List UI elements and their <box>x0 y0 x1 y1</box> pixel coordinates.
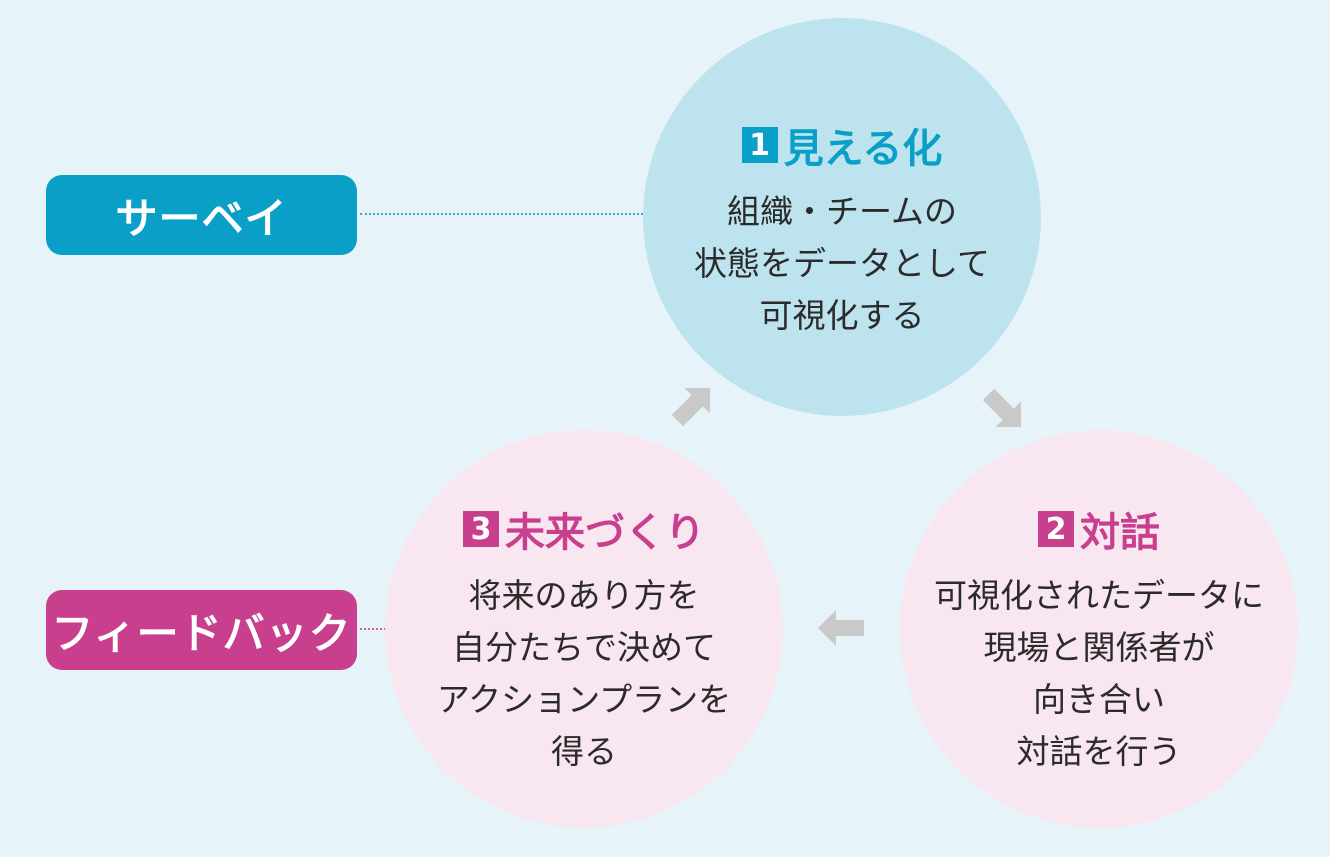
step-title: 3 未来づくり <box>463 500 705 558</box>
step-number-badge: 1 <box>741 127 778 163</box>
step-title: 1 見える化 <box>741 116 943 174</box>
arrow-left-icon <box>818 610 864 646</box>
step-title: 2 対話 <box>1038 500 1160 558</box>
step-description-line: 可視化する <box>759 296 925 335</box>
step-future-circle: 3 未来づくり 将来のあり方を 自分たちで決めて アクションプランを 得る <box>385 430 783 828</box>
step-description-line: 対話を行う <box>1016 732 1182 771</box>
step-number-badge: 2 <box>1038 511 1074 547</box>
step-description-line: 現場と関係者が <box>983 628 1215 667</box>
feedback-label: フィードバック <box>46 590 357 670</box>
step-description-line: 可視化されたデータに <box>934 576 1264 615</box>
step-description-line: 自分たちで決めて <box>452 628 716 667</box>
step-visualization-circle: 1 見える化 組織・チームの 状態をデータとして 可視化する <box>643 18 1041 416</box>
step-title-text: 未来づくり <box>505 510 705 556</box>
step-description-line: 得る <box>551 732 617 771</box>
step-description-line: 組織・チームの <box>726 192 957 231</box>
feedback-connector <box>360 628 390 630</box>
arrow-right-down-icon <box>982 388 1021 427</box>
survey-label: サーベイ <box>46 175 357 255</box>
step-description-line: 向き合い <box>1033 680 1165 719</box>
survey-connector <box>360 213 643 215</box>
arrow-right-up-icon <box>671 388 710 427</box>
step-description-line: アクションプランを <box>436 680 732 719</box>
step-description-line: 状態をデータとして <box>693 244 990 283</box>
step-title-text: 対話 <box>1080 510 1160 556</box>
step-number-badge: 3 <box>463 511 499 547</box>
step-dialogue-circle: 2 対話 可視化されたデータに 現場と関係者が 向き合い 対話を行う <box>900 430 1298 828</box>
step-description-line: 将来のあり方を <box>468 576 700 615</box>
step-title-text: 見える化 <box>783 126 943 172</box>
